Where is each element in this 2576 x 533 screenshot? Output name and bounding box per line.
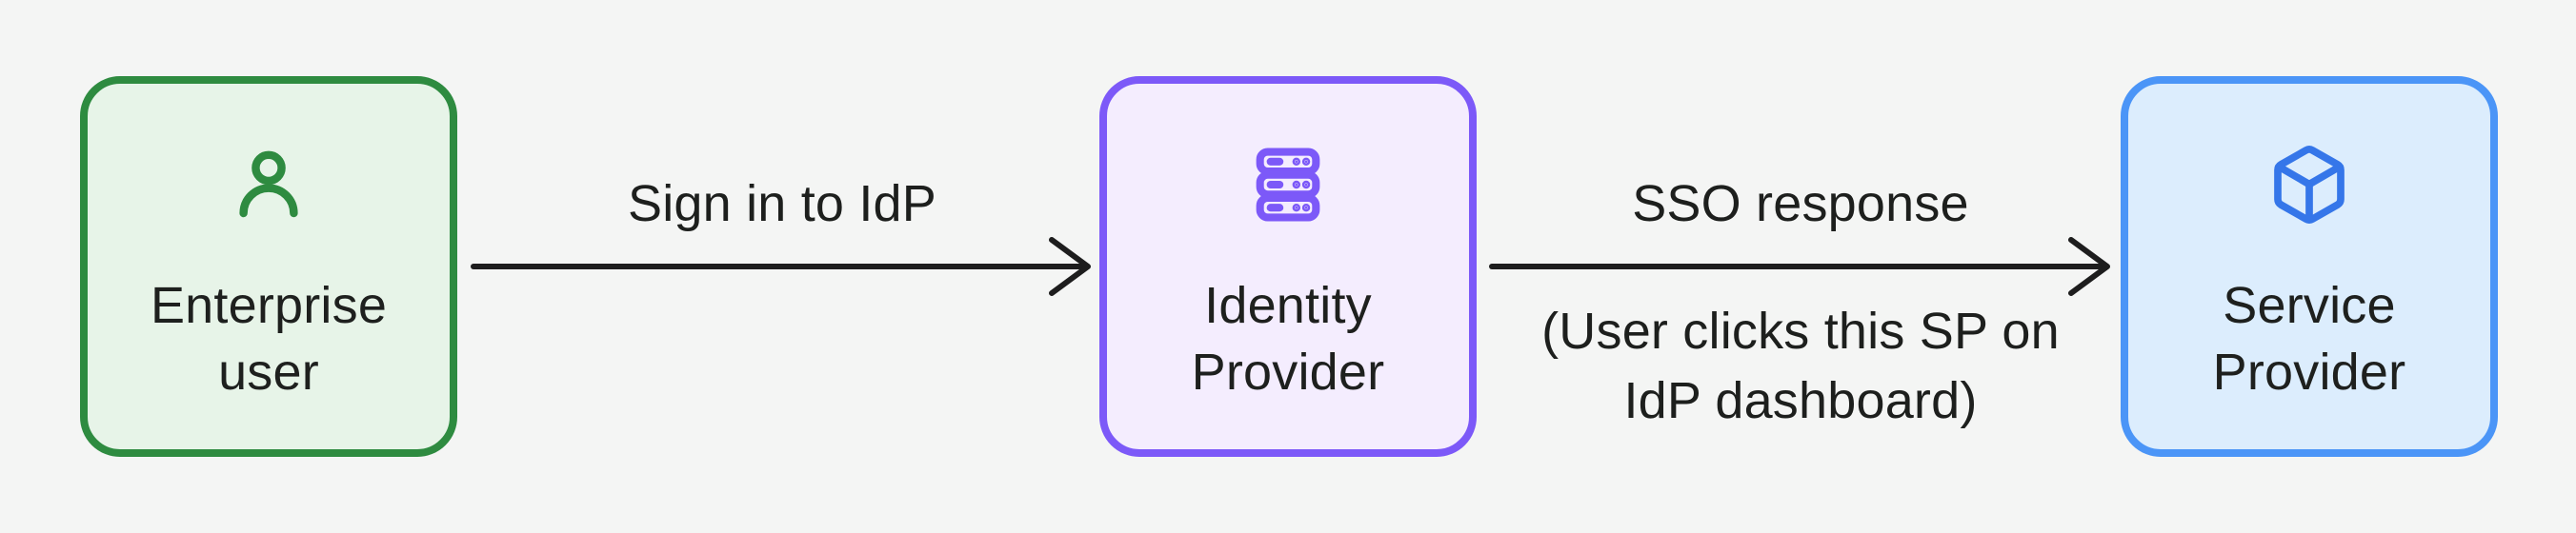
server-stack-icon [1246,143,1330,227]
edge-label-sign-in-to-idp: Sign in to IdP [627,175,936,232]
node-enterprise-user: Enterprise user [80,76,457,457]
edge-sublabel-user-clicks-sp: (User clicks this SP on IdP dashboard) [1541,303,2060,429]
cube-icon [2267,143,2351,227]
node-label: Service Provider [2212,277,2406,401]
node-label: Identity Provider [1191,277,1385,401]
user-icon [227,143,311,227]
node-service-provider: Service Provider [2121,76,2498,457]
node-label: Enterprise user [150,277,388,401]
arrow-idp-to-sp [1489,237,2110,296]
edge-label-sso-response: SSO response [1632,175,1969,232]
arrow-user-to-idp [471,237,1091,296]
node-identity-provider: Identity Provider [1099,76,1477,457]
